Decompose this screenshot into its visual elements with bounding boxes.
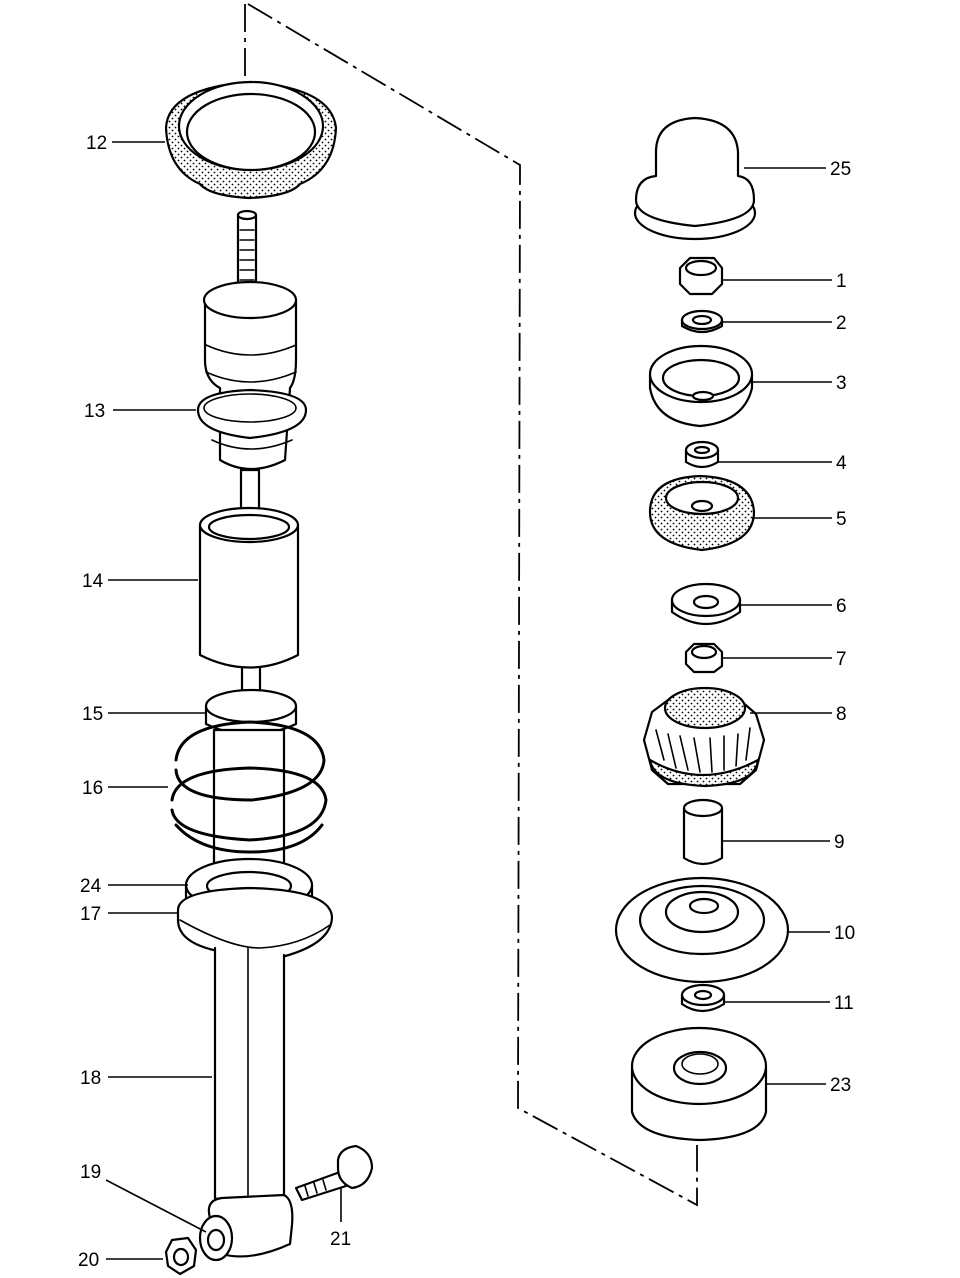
part-9-spacer-sleeve <box>682 798 724 866</box>
callout-20: 20 <box>78 1250 99 1271</box>
part-8-toothed-mount <box>642 686 766 788</box>
callout-12: 12 <box>86 133 107 154</box>
callout-21: 21 <box>330 1229 351 1250</box>
part-15-spacer <box>204 688 298 736</box>
callout-13: 13 <box>84 401 105 422</box>
part-13-bump-stop <box>196 280 308 470</box>
part-19-lower-eye <box>198 1193 294 1262</box>
part-21-bolt <box>294 1144 374 1202</box>
callout-5: 5 <box>836 509 847 530</box>
part-5-rubber-mount <box>648 474 756 552</box>
callout-3: 3 <box>836 373 847 394</box>
part-16-coil-spring <box>170 720 328 882</box>
part-10-mount-plate <box>614 876 790 984</box>
part-6-washer <box>670 582 742 625</box>
part-18-damper-body <box>213 946 286 1209</box>
callout-18: 18 <box>80 1068 101 1089</box>
callout-19: 19 <box>80 1162 101 1183</box>
callout-23: 23 <box>830 1075 851 1096</box>
callout-25: 25 <box>830 159 851 180</box>
part-20-nut <box>164 1236 198 1276</box>
callout-1: 1 <box>836 271 847 292</box>
callout-8: 8 <box>836 704 847 725</box>
part-25-protective-cap <box>633 116 757 241</box>
part-1-nut <box>678 256 724 296</box>
part-3-cup-washer <box>648 344 754 428</box>
part-2-washer <box>680 309 724 334</box>
callout-16: 16 <box>82 778 103 799</box>
callout-2: 2 <box>836 313 847 334</box>
part-7-nut <box>684 642 724 674</box>
callout-labels: 12 13 14 15 16 24 17 18 19 20 21 25 1 2 … <box>78 133 855 1271</box>
callout-15: 15 <box>82 704 103 725</box>
assembly-centerline <box>244 3 698 1207</box>
callout-10: 10 <box>834 923 855 944</box>
part-4-sleeve <box>684 440 720 469</box>
part-12-dust-ring <box>164 80 338 200</box>
callout-4: 4 <box>836 453 847 474</box>
callout-9: 9 <box>834 832 845 853</box>
part-14-protective-tube <box>198 506 300 669</box>
callout-17: 17 <box>80 904 101 925</box>
callout-14: 14 <box>82 571 104 592</box>
part-23-buffer-block <box>630 1026 768 1142</box>
callout-24: 24 <box>80 876 102 897</box>
callout-11: 11 <box>834 993 854 1014</box>
callout-7: 7 <box>836 649 847 670</box>
leader-lines <box>105 141 832 1260</box>
callout-6: 6 <box>836 596 847 617</box>
part-11-washer <box>680 983 726 1013</box>
part-17-spring-plate <box>176 886 334 964</box>
